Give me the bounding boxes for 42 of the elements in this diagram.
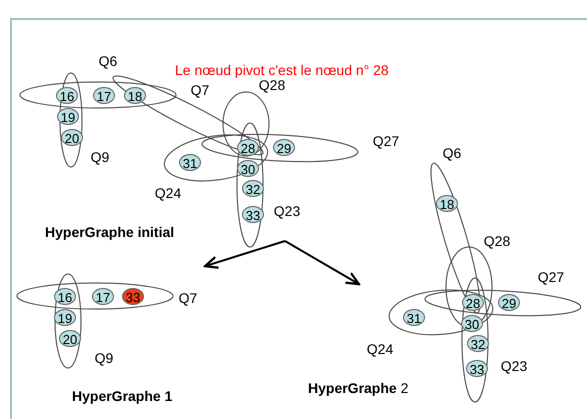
hyperedge-label: Q27 [372, 133, 400, 149]
hyperedge-label: Q28 [484, 233, 510, 249]
vertex-circle: 29 [498, 294, 520, 310]
vertex-circle: 32 [467, 334, 489, 352]
vertex-circle: 20 [61, 128, 83, 146]
vertex-circle: 17 [92, 288, 114, 304]
hyperedge-label: Q7 [190, 82, 210, 98]
caption: HyperGraphe initial [45, 224, 174, 240]
hyperedge-label: Q7 [178, 290, 198, 306]
note-text: Le nœud pivot c'est le nœud n° 28 [175, 62, 389, 78]
vertex-circle: 19 [57, 108, 79, 124]
vertex-circle: 18 [436, 194, 458, 212]
vertex-circle: 17 [93, 86, 115, 104]
hyperedge-label: Q9 [94, 350, 114, 366]
hyperedge-label: Q23 [274, 203, 300, 219]
hyperedge-label: Q9 [90, 149, 110, 165]
vertex-circle: 33 [122, 288, 144, 304]
hyperedge-label: Q6 [98, 53, 118, 69]
hyperedge-label: Q24 [366, 340, 394, 357]
hyperedge-label: Q24 [154, 184, 182, 201]
vertex-circle: 29 [272, 138, 295, 156]
hyperedge-label: Q27 [538, 269, 564, 285]
vertex-circle: 30 [461, 314, 483, 332]
caption: HyperGraphe 2 [308, 380, 408, 396]
vertex-circle: 28 [237, 138, 259, 156]
vertex-circle: 31 [403, 309, 425, 326]
vertex-circle: 31 [179, 154, 201, 172]
vertex-circle: 19 [54, 308, 76, 326]
vertex-circle: 32 [242, 180, 264, 196]
arrow [204, 240, 286, 269]
caption: HyperGraphe 1 [72, 388, 172, 404]
vertex-circle: 18 [124, 86, 146, 104]
vertex-circle: 20 [59, 330, 81, 346]
vertex-circle: 33 [466, 360, 488, 376]
vertex-circle: 33 [242, 206, 264, 222]
hyperedge-label: Q28 [258, 77, 286, 93]
hyperedge-label: Q6 [442, 145, 462, 161]
vertex-circle: 28 [462, 294, 484, 310]
vertex-circle: 16 [54, 288, 76, 304]
arrow [284, 240, 360, 286]
hyperedge-label: Q23 [500, 358, 528, 374]
vertex-circle: 30 [237, 160, 259, 176]
